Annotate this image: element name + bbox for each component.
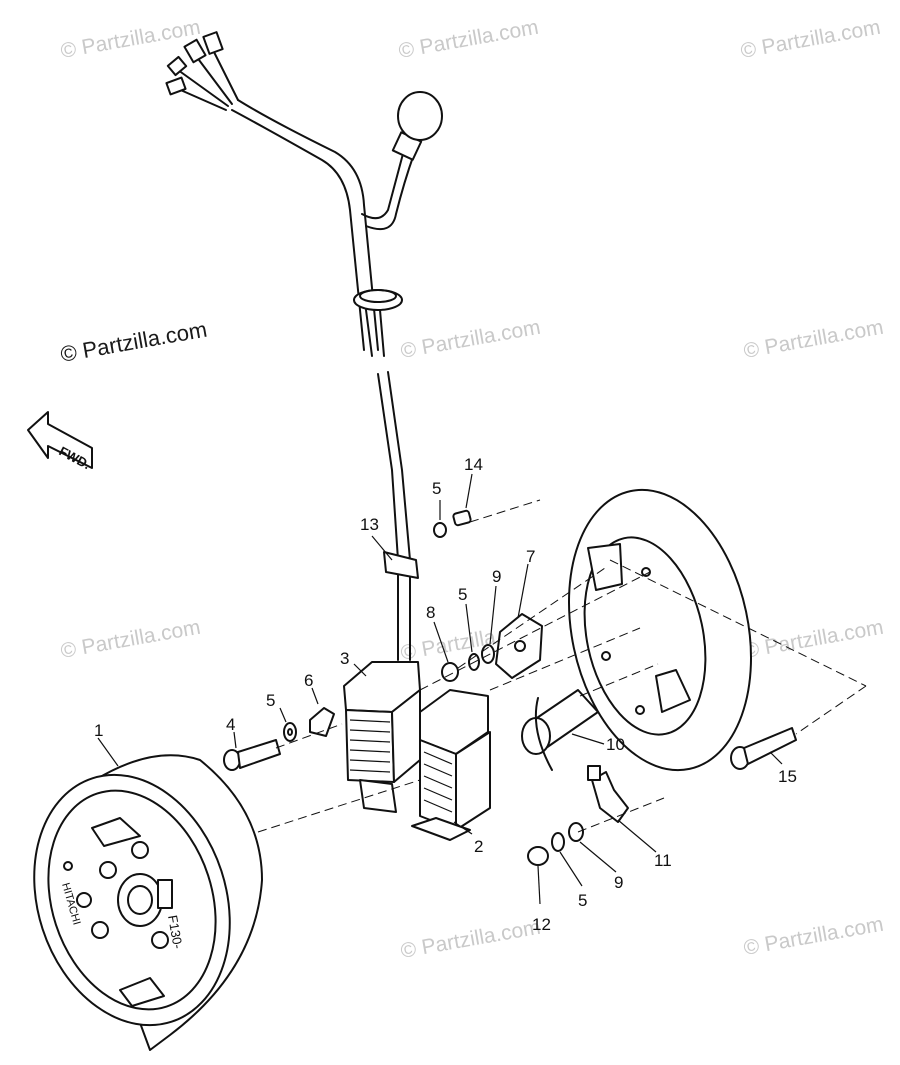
contact-point-7 xyxy=(495,613,543,679)
callout-5c: 5 xyxy=(458,585,467,604)
bracket-6 xyxy=(309,707,335,737)
washer-5 xyxy=(283,722,297,742)
bolt-15 xyxy=(730,727,797,770)
callout-8: 8 xyxy=(426,603,435,622)
callout-9a: 9 xyxy=(492,567,501,586)
screw-12 xyxy=(527,846,549,866)
callout-14: 14 xyxy=(464,455,483,474)
callout-layer: 1 2 3 4 5 5 5 5 6 7 8 9 9 10 11 12 13 14… xyxy=(94,455,797,934)
watermark: © Partzilla.com xyxy=(739,16,882,63)
callout-13: 13 xyxy=(360,515,379,534)
washer-5-top xyxy=(433,522,447,538)
watermark: © Partzilla.com xyxy=(397,16,540,63)
callout-11: 11 xyxy=(654,851,672,870)
screw-4 xyxy=(223,739,281,771)
callout-2: 2 xyxy=(474,837,483,856)
flywheel-model: F130- xyxy=(165,914,186,950)
bracket-11 xyxy=(587,765,629,823)
wire-harness xyxy=(165,31,443,661)
callout-5a: 5 xyxy=(266,691,275,710)
watermark: © Partzilla.com xyxy=(742,616,885,663)
watermark: © Partzilla.com xyxy=(59,616,202,663)
callout-9b: 9 xyxy=(614,873,623,892)
callout-10: 10 xyxy=(606,735,625,754)
callout-1: 1 xyxy=(94,721,103,740)
leader-lines xyxy=(97,473,783,905)
callout-12: 12 xyxy=(532,915,551,934)
watermark: © Partzilla.com xyxy=(399,916,542,963)
screw-8 xyxy=(441,662,459,682)
watermark: © Partzilla.com xyxy=(742,316,885,363)
coil-2 xyxy=(411,689,491,841)
callout-3: 3 xyxy=(340,649,349,668)
forward-arrow-icon: FWD. xyxy=(27,411,93,472)
washer-5-low xyxy=(551,832,565,852)
callout-7: 7 xyxy=(526,547,535,566)
callout-5d: 5 xyxy=(578,891,587,910)
watermark: © Partzilla.com xyxy=(399,316,542,363)
condenser-10 xyxy=(521,689,599,771)
stator-base-plate xyxy=(568,488,752,772)
washer-9-low xyxy=(568,822,584,842)
callout-15: 15 xyxy=(778,767,797,786)
cable-clamp xyxy=(383,551,419,579)
watermark: © Partzilla.com xyxy=(59,16,202,63)
watermark: © Partzilla.com xyxy=(59,317,209,367)
assembly-lines xyxy=(257,499,867,833)
callout-6: 6 xyxy=(304,671,313,690)
callout-4: 4 xyxy=(226,715,235,734)
screw-14 xyxy=(452,509,472,527)
watermark: © Partzilla.com xyxy=(742,913,885,960)
flywheel-rotor: HITACHI F130- xyxy=(33,754,263,1051)
coil-3 xyxy=(343,661,421,813)
callout-5b: 5 xyxy=(432,479,441,498)
